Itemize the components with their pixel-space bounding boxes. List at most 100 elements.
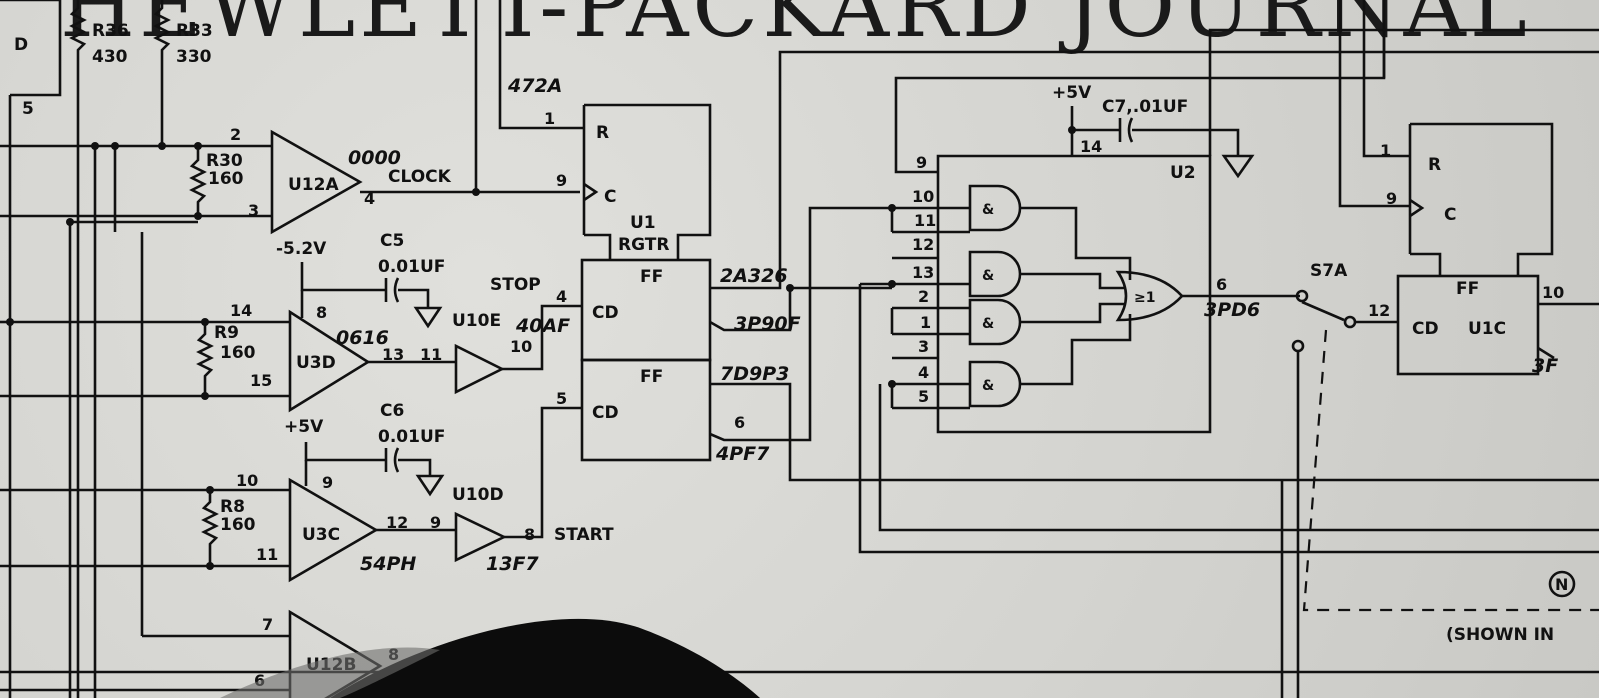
pin-label: 14 (230, 301, 252, 320)
pin-label: 11 (420, 345, 442, 364)
pin-label: 9 (916, 153, 927, 172)
pin-label: 8 (524, 525, 535, 544)
pin-label: 3 (918, 337, 929, 356)
comparator-u3c: U3C 10 11 9 12 (236, 471, 408, 583)
pin-label: 12 (386, 513, 408, 532)
u1c-label: U1C (1468, 319, 1506, 339)
resistor-r9: R9 160 (196, 322, 256, 396)
resistor-r30: R30 160 (189, 146, 244, 216)
c5-value: 0.01UF (378, 257, 445, 277)
capacitor-c6: C6 0.01UF (378, 401, 445, 497)
c6-value: 0.01UF (378, 427, 445, 447)
ff2-label: FF (640, 367, 663, 387)
node-n-label: N (1555, 575, 1568, 594)
pin-label: 2 (230, 125, 241, 144)
ff2-cd-label: CD (592, 403, 619, 423)
pin-label: 5 (556, 389, 567, 408)
clock-label: CLOCK (388, 167, 452, 187)
pin-label: 3 (248, 201, 259, 220)
r36-ref: R36 (92, 21, 129, 41)
or-gate-u2: ≥1 (1115, 270, 1184, 322)
u1c-r-label: R (1428, 155, 1441, 175)
pin-label: 9 (322, 473, 333, 492)
pin-label: 14 (1080, 137, 1102, 156)
note-3f: 3F (1532, 355, 1558, 377)
r33-ref: R33 (176, 21, 213, 41)
journal-masthead: HEWLETT-PACKARD JOURNAL (60, 0, 1531, 57)
u3c-label: U3C (302, 525, 340, 545)
comparator-u12a: U12A 2 3 4 (230, 125, 375, 235)
u10e-label: U10E (452, 311, 501, 331)
c7-label: C7,.01UF (1102, 97, 1188, 117)
pin-label: 6 (734, 413, 745, 432)
pin-label: 11 (914, 211, 936, 230)
r33-value: 330 (176, 47, 212, 67)
note-7d9p3: 7D9P3 (720, 363, 789, 385)
resistor-r8: R8 160 (201, 490, 256, 566)
capacitor-c5: C5 0.01UF (378, 231, 445, 329)
register-u1: 1 9 R C U1 RGTR FF CD FF CD (544, 103, 712, 462)
note-13f7: 13F7 (486, 553, 539, 575)
pin-label: 9 (430, 513, 441, 532)
comparator-u3d: U3D 14 15 8 13 (230, 301, 404, 413)
gate-symbol: & (982, 378, 994, 394)
note-54ph: 54PH (360, 553, 416, 575)
u1-r-label: R (596, 123, 609, 143)
and-gate-3: & (968, 298, 1022, 346)
u2-label: U2 (1170, 163, 1196, 183)
c5-ref: C5 (380, 231, 404, 251)
r9-ref: R9 (214, 323, 239, 343)
note-0000: 0000 (348, 147, 401, 169)
note-3p90f: 3P90F (734, 313, 801, 335)
gate-symbol: & (982, 268, 994, 284)
capacitor-c7: C7,.01UF (1072, 97, 1255, 179)
top-left-box: D 5 (0, 0, 62, 119)
plus-5v-label: +5V (284, 417, 324, 437)
box-d-label: D (14, 35, 28, 55)
u1c-ff-label: FF (1456, 279, 1479, 299)
pin-label: 10 (912, 187, 934, 206)
page-fold-shadow (330, 618, 760, 698)
resistor-r33: R33 330 (153, 0, 213, 67)
stop-label: STOP (490, 275, 541, 295)
node-n-marker: N (1548, 570, 1576, 598)
pin-label: 10 (236, 471, 258, 490)
box-5-label: 5 (22, 99, 34, 119)
buffer-u10e: U10E 11 10 (420, 311, 532, 395)
pin-label: 8 (316, 303, 327, 322)
buffer-u10d: U10D 9 8 (430, 485, 535, 563)
note-4pf7: 4PF7 (715, 443, 770, 465)
r36-value: 430 (92, 47, 128, 67)
gate-symbol: & (982, 316, 994, 332)
pin-label: 4 (556, 287, 567, 306)
and-gate-2: & (968, 250, 1022, 298)
flip-flop-u1c: 1 9 R C FF CD U1C 10 3F (1338, 0, 1599, 377)
plus-5v-u2-label: +5V (1052, 83, 1092, 103)
shown-in-note: (SHOWN IN (1446, 625, 1554, 645)
pin-label: 9 (556, 171, 567, 190)
pin-label: 4 (918, 363, 929, 382)
gate-package-u2: U2 (936, 28, 1599, 434)
pin-label: 12 (1368, 301, 1390, 320)
switch-s7a: S7A (1291, 261, 1357, 353)
note-0616: 0616 (336, 327, 389, 349)
u2-input-lines (860, 204, 970, 410)
pin-label: 5 (918, 387, 929, 406)
pin-label: 10 (510, 337, 532, 356)
pin-label: 10 (1542, 283, 1564, 302)
r9-value: 160 (220, 343, 256, 363)
pin-label: 1 (920, 313, 931, 332)
c6-ref: C6 (380, 401, 404, 421)
u2-pin-numbers: 9 10 11 12 13 2 1 3 4 5 14 (912, 137, 1102, 406)
pin-label: 4 (364, 189, 375, 208)
pin-label: 9 (1386, 189, 1397, 208)
pin-label: 7 (262, 615, 273, 634)
ff1-label: FF (640, 267, 663, 287)
pin-label: 13 (912, 263, 934, 282)
and-gate-1: & (968, 184, 1022, 232)
pin-label: 13 (382, 345, 404, 364)
pin-label: 1 (1380, 141, 1391, 160)
u1c-cd-label: CD (1412, 319, 1439, 339)
